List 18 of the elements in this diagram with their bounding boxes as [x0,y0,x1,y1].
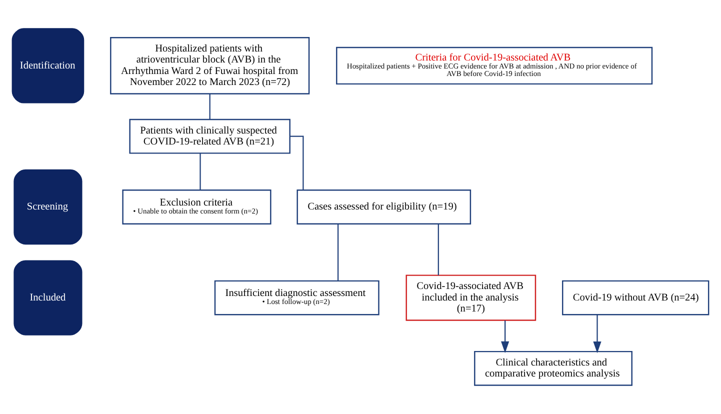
node-box: Criteria for Covid-19-associated AVB Hospitalized patients + Positive ECG evidence for AVB at admission , AND no prior evidence of AVB before Covid-19 infection [336,46,653,85]
node-box: Covid-19 without AVB (n=24) [562,280,710,316]
node-box: Included [14,260,82,336]
connector [438,224,439,276]
node-box: Screening [14,169,82,245]
arrow [501,320,510,354]
node-box: Insufficient diagnostic assessment • Lost follow-up (n=2) [214,280,380,316]
node-box: Covid-19-associated AVB included in the analysis (n=17) [406,274,536,321]
node-box: Exclusion criteria • Unable to obtain the consent form (n=2) [122,190,272,224]
connector [200,153,201,190]
node-box: Hospitalized patients with atrioventricular block (AVB) in the Arrhythmia Ward 2 of Fuwai hospital from November 2022 to March 2023 (n=72) [110,37,310,94]
node-box: Identification [12,28,84,104]
connector [337,224,339,281]
node-box: Patients with clinically suspected COVID-19-related AVB (n=21) [129,118,290,154]
node-box: Cases assessed for eligibility (n=19) [296,190,472,224]
arrow [593,314,602,354]
node-box: Clinical characteristics and comparative proteomics analysis [474,350,632,386]
connector [209,94,210,120]
